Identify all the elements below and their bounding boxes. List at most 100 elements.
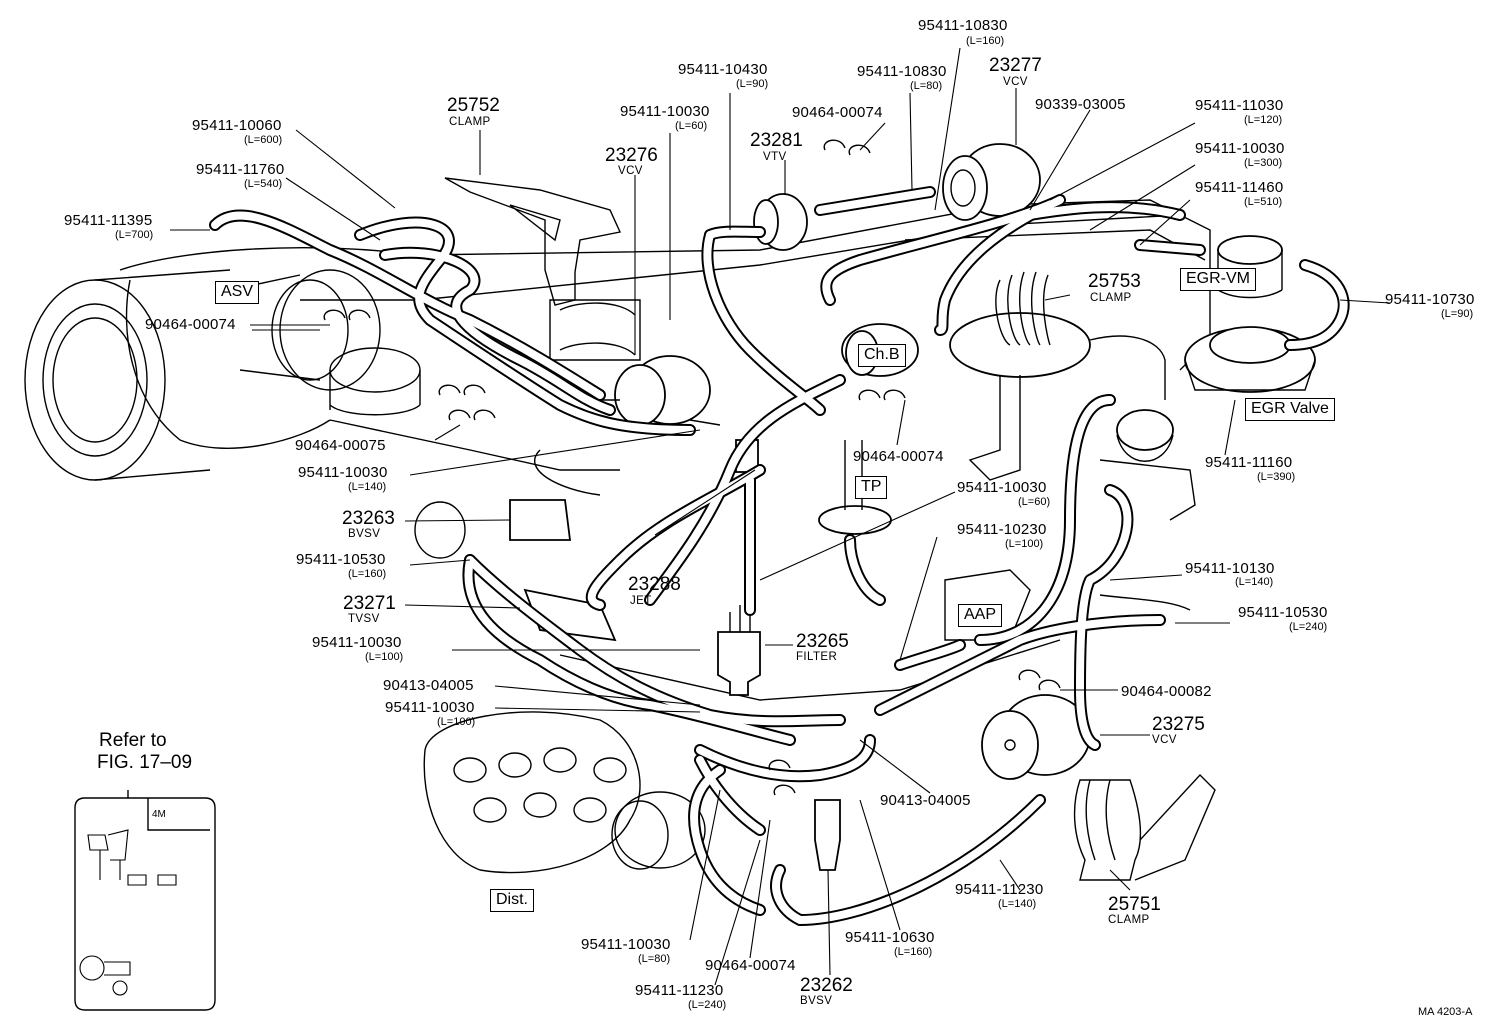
hose-clips (323, 139, 1061, 796)
callout-part-number: 90464-00074 (145, 316, 236, 333)
callout-part-number: 95411-11230 (955, 881, 1044, 898)
egr-valve-label: EGR Valve (1245, 398, 1335, 421)
clamp-25753 (995, 271, 1051, 346)
callout-part-number: 90464-00074 (705, 957, 796, 974)
reference-line-1: Refer to (99, 730, 167, 751)
vacuum-hose-inner (1026, 203, 1184, 219)
callout-desc: FILTER (796, 651, 838, 663)
callout-length: (L=160) (894, 946, 933, 958)
engine-outline (119, 199, 1211, 701)
callout-length: (L=160) (348, 568, 387, 580)
hoses (209, 186, 1350, 926)
callout-length: (L=240) (1289, 621, 1328, 633)
callout-desc: CLAMP (449, 116, 491, 128)
callout-part-number: 90339-03005 (1035, 96, 1126, 113)
callout-desc: VCV (1152, 734, 1177, 746)
vacuum-hose-inner (1076, 686, 1099, 749)
asv-label: ASV (215, 281, 260, 304)
vacuum-hose-inner (706, 227, 764, 239)
callout-desc: VTV (763, 151, 787, 163)
callout-length: (L=510) (1244, 196, 1283, 208)
callout-length: (L=80) (638, 953, 671, 965)
vacuum-hose-inner (1286, 261, 1348, 349)
callout-part-number: 23288 (628, 574, 681, 595)
callout-length: (L=140) (348, 481, 387, 493)
callout-part-number: 95411-10030 (581, 936, 671, 953)
vacuum-hose-inner (211, 211, 604, 399)
vacuum-hose-inner (646, 376, 844, 604)
callout-length: (L=60) (1018, 496, 1051, 508)
callout-part-number: 23277 (989, 55, 1042, 76)
callout-part-number: 90464-00082 (1121, 683, 1212, 700)
vacuum-hose-inner (690, 766, 764, 914)
callout-part-number: 90464-00075 (295, 437, 386, 454)
callout-length: (L=390) (1257, 471, 1296, 483)
callout-part-number: 95411-10060 (192, 117, 282, 134)
vacuum-hose-inner (703, 231, 824, 414)
figure-code: MA 4203-A (1418, 1006, 1473, 1018)
callout-part-number: 90413-04005 (880, 792, 971, 809)
bvsv-23263 (414, 499, 572, 559)
leader-lines (170, 47, 1391, 986)
callout-length: (L=120) (1244, 114, 1283, 126)
callout-part-number: 95411-10030 (1195, 140, 1285, 157)
callout-part-number: 95411-10730 (1385, 291, 1475, 308)
callout-part-number: 90464-00074 (853, 448, 944, 465)
callout-part-number: 90464-00074 (792, 104, 883, 121)
callout-part-number: 23263 (342, 508, 395, 529)
callout-part-number: 95411-11760 (196, 161, 285, 178)
callout-part-number: 95411-11030 (1195, 97, 1284, 114)
callout-desc: CLAMP (1090, 292, 1132, 304)
callout-desc: BVSV (348, 528, 381, 540)
callout-length: (L=100) (365, 651, 404, 663)
aap-body (944, 569, 1031, 641)
clamp-25752 (444, 177, 641, 361)
callout-desc: VCV (1003, 76, 1028, 88)
vacuum-hose-inner (696, 756, 764, 834)
callout-part-number: 95411-10030 (957, 479, 1047, 496)
callout-part-number: 23276 (605, 145, 658, 166)
callout-length: (L=140) (998, 898, 1037, 910)
callout-length: (L=540) (244, 178, 283, 190)
callout-part-number: 95411-11460 (1195, 179, 1284, 196)
callout-part-number: 23281 (750, 130, 803, 151)
callout-length: (L=240) (688, 999, 727, 1011)
callout-desc: TVSV (348, 613, 380, 625)
callout-part-number: 90413-04005 (383, 677, 474, 694)
choke-breaker-label: Ch.B (858, 344, 906, 367)
callout-part-number: 95411-10030 (385, 699, 475, 716)
vacuum-hose-inner (816, 188, 934, 214)
clamp-25751 (1073, 773, 1216, 881)
callout-part-number: 23262 (800, 975, 853, 996)
callout-part-number: 95411-10830 (857, 63, 947, 80)
callout-part-number: 23271 (343, 593, 396, 614)
callout-desc: CLAMP (1108, 914, 1150, 926)
diaphragm-center (949, 312, 1166, 481)
callout-desc: JET (630, 595, 652, 607)
distributor-label: Dist. (490, 889, 534, 912)
callout-part-number: 95411-10430 (678, 61, 768, 78)
callout-length: (L=600) (244, 134, 283, 146)
vacuum-hose-inner (822, 196, 1064, 304)
callout-part-number: 95411-11230 (635, 982, 724, 999)
bvsv-23262 (814, 799, 841, 871)
callout-part-number: 95411-11395 (64, 212, 153, 229)
callout-part-number: 23275 (1152, 714, 1205, 735)
callout-length: (L=300) (1244, 157, 1283, 169)
reference-line-2: FIG. 17–09 (97, 752, 193, 773)
vacuum-hose-inner (936, 201, 1054, 334)
callout-length: (L=60) (675, 120, 708, 132)
vtv-23281 (753, 193, 808, 251)
callout-part-number: 95411-10030 (298, 464, 388, 481)
vacuum-hose-inner (464, 556, 794, 744)
callout-part-number: 23265 (796, 631, 849, 652)
callout-length: (L=160) (966, 35, 1005, 47)
vacuum-hose-inner (696, 736, 874, 781)
callout-desc: VCV (618, 165, 643, 177)
callout-part-number: 95411-11160 (1205, 454, 1293, 471)
callout-part-number: 95411-10830 (918, 17, 1008, 34)
egr-vm-label: EGR-VM (1180, 268, 1256, 291)
vcv-23275 (981, 694, 1091, 780)
callout-part-number: 25753 (1088, 271, 1141, 292)
callout-length: (L=140) (1235, 576, 1274, 588)
